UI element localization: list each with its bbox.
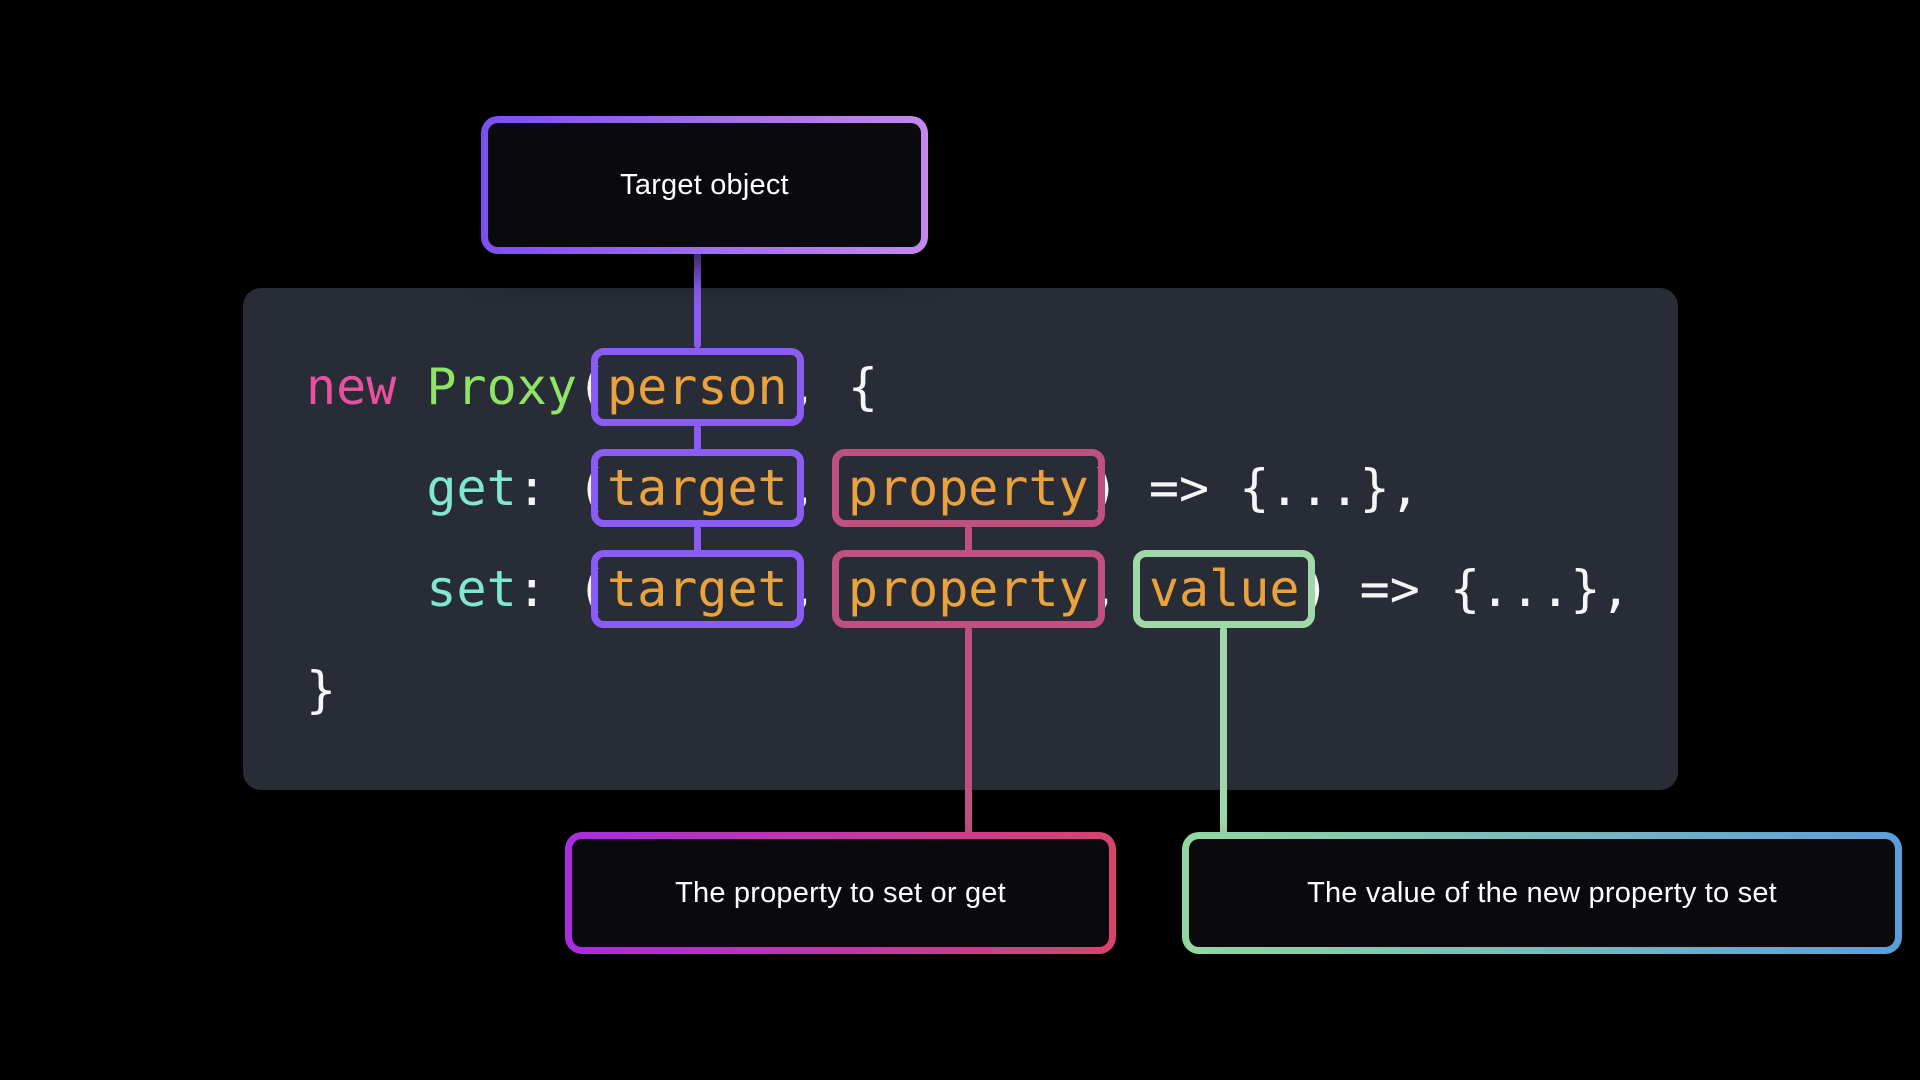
token-comma-brace: , { (787, 358, 878, 416)
token-method-get: get (426, 459, 517, 517)
token-open-paren: ( (576, 358, 608, 416)
token-colon-paren: : ( (516, 459, 608, 517)
connector-target-get-to-target-set (694, 526, 701, 553)
callout-value-text: The value of the new property to set (1307, 876, 1777, 909)
connector-property-get-to-property-set (965, 526, 972, 553)
token-arg-value: value (1148, 560, 1300, 618)
highlight-target-get: target (591, 449, 804, 527)
callout-value: The value of the new property to set (1182, 832, 1902, 954)
code-line-4: } (306, 650, 336, 730)
token-method-set: set (426, 560, 517, 618)
token-indent (306, 560, 426, 618)
token-arg-property: property (847, 560, 1089, 618)
token-arg-target: target (607, 459, 788, 517)
highlight-target-set: target (591, 550, 804, 628)
token-indent (306, 459, 426, 517)
token-close-brace: } (306, 661, 337, 719)
callout-target-object-text: Target object (620, 168, 789, 201)
callout-target-object: Target object (481, 116, 928, 254)
code-block (243, 288, 1678, 790)
token-class-proxy: Proxy (426, 358, 577, 416)
token-comma: , (787, 459, 848, 517)
connector-property-to-property-label (965, 627, 972, 837)
connector-person-to-target-get (694, 425, 701, 452)
token-colon-paren: : ( (516, 560, 608, 618)
connector-value-to-value-label (1220, 627, 1227, 837)
token-arrow-body: ) => {...}, (1299, 560, 1631, 618)
highlight-property-get: property (831, 449, 1105, 527)
token-comma: , (1088, 560, 1149, 618)
token-arg-target: target (607, 560, 788, 618)
code-line-3: set: (target, property, value) => {...}, (306, 549, 1631, 629)
token-arg-property: property (847, 459, 1089, 517)
code-line-1: new Proxy(person, { (306, 347, 878, 427)
code-line-2: get: (target, property) => {...}, (306, 448, 1420, 528)
connector-target-label-to-person (694, 234, 701, 348)
callout-property: The property to set or get (565, 832, 1116, 954)
token-keyword-new: new (306, 358, 427, 416)
token-arrow-body: ) => {...}, (1088, 459, 1420, 517)
highlight-person: person (591, 348, 804, 426)
token-arg-person: person (607, 358, 788, 416)
highlight-property-set: property (831, 550, 1105, 628)
token-comma: , (787, 560, 848, 618)
callout-property-text: The property to set or get (675, 876, 1006, 909)
highlight-value-set: value (1132, 550, 1316, 628)
